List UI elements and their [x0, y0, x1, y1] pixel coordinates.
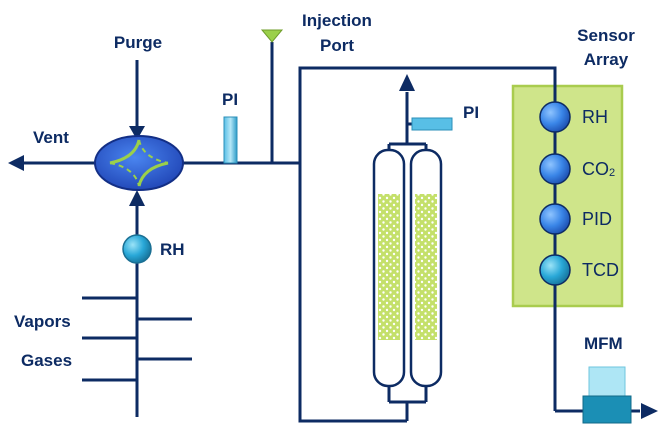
sensor-label-co2-subscript: 2 [609, 167, 616, 179]
switching-valve [94, 135, 184, 191]
flow-lines [22, 42, 640, 423]
chromatography-columns [372, 148, 443, 388]
column-right-packing [415, 194, 437, 340]
vapors-label: Vapors [14, 312, 71, 331]
sensor-ball-rh [539, 101, 571, 133]
pressure-gauge-right [411, 117, 453, 131]
sensor-label-rh: RH [582, 107, 608, 127]
sensor-balls [539, 101, 571, 286]
pressure-gauge-left [223, 116, 238, 164]
sensor-ball-co2 [539, 153, 571, 185]
pi-right-label: PI [463, 103, 480, 122]
injection-port-funnel [260, 29, 284, 43]
sensor-label-co2: CO2 [582, 159, 615, 182]
purge-label: Purge [113, 33, 163, 52]
purge-arrow [129, 126, 145, 140]
column-outlet-arrow [399, 74, 415, 91]
sensor-ball-pid [539, 203, 571, 235]
mass-flow-meter [582, 366, 632, 424]
injection-port-label-1: Injection [302, 11, 372, 30]
sensor-array-label-2: Array [583, 50, 629, 69]
rh-inlet-label: RH [160, 240, 185, 259]
inlet-arrow [129, 190, 145, 206]
sensor-label-pid: PID [582, 209, 612, 229]
mfm-outlet-arrow [641, 403, 658, 419]
sensor-label-tcd-text: TCD [582, 260, 619, 280]
sensor-label-tcd: TCD [582, 260, 619, 280]
flow-arrows [8, 74, 658, 419]
sensor-label-rh-text: RH [582, 107, 608, 127]
rh-inlet-sensor [122, 234, 152, 264]
mfm-label: MFM [584, 334, 623, 353]
gases-label: Gases [21, 351, 73, 370]
sensor-label-pid-text: PID [582, 209, 613, 229]
sensor-label-co2-text: CO [582, 159, 609, 179]
pi-left-label: PI [222, 90, 239, 109]
vent-arrow [8, 155, 24, 171]
sensor-ball-tcd [539, 254, 571, 286]
column-left-packing [378, 194, 400, 340]
injection-port-label-2: Port [320, 36, 354, 55]
vent-label: Vent [33, 128, 69, 147]
sensor-array-label-1: Sensor [577, 26, 635, 45]
